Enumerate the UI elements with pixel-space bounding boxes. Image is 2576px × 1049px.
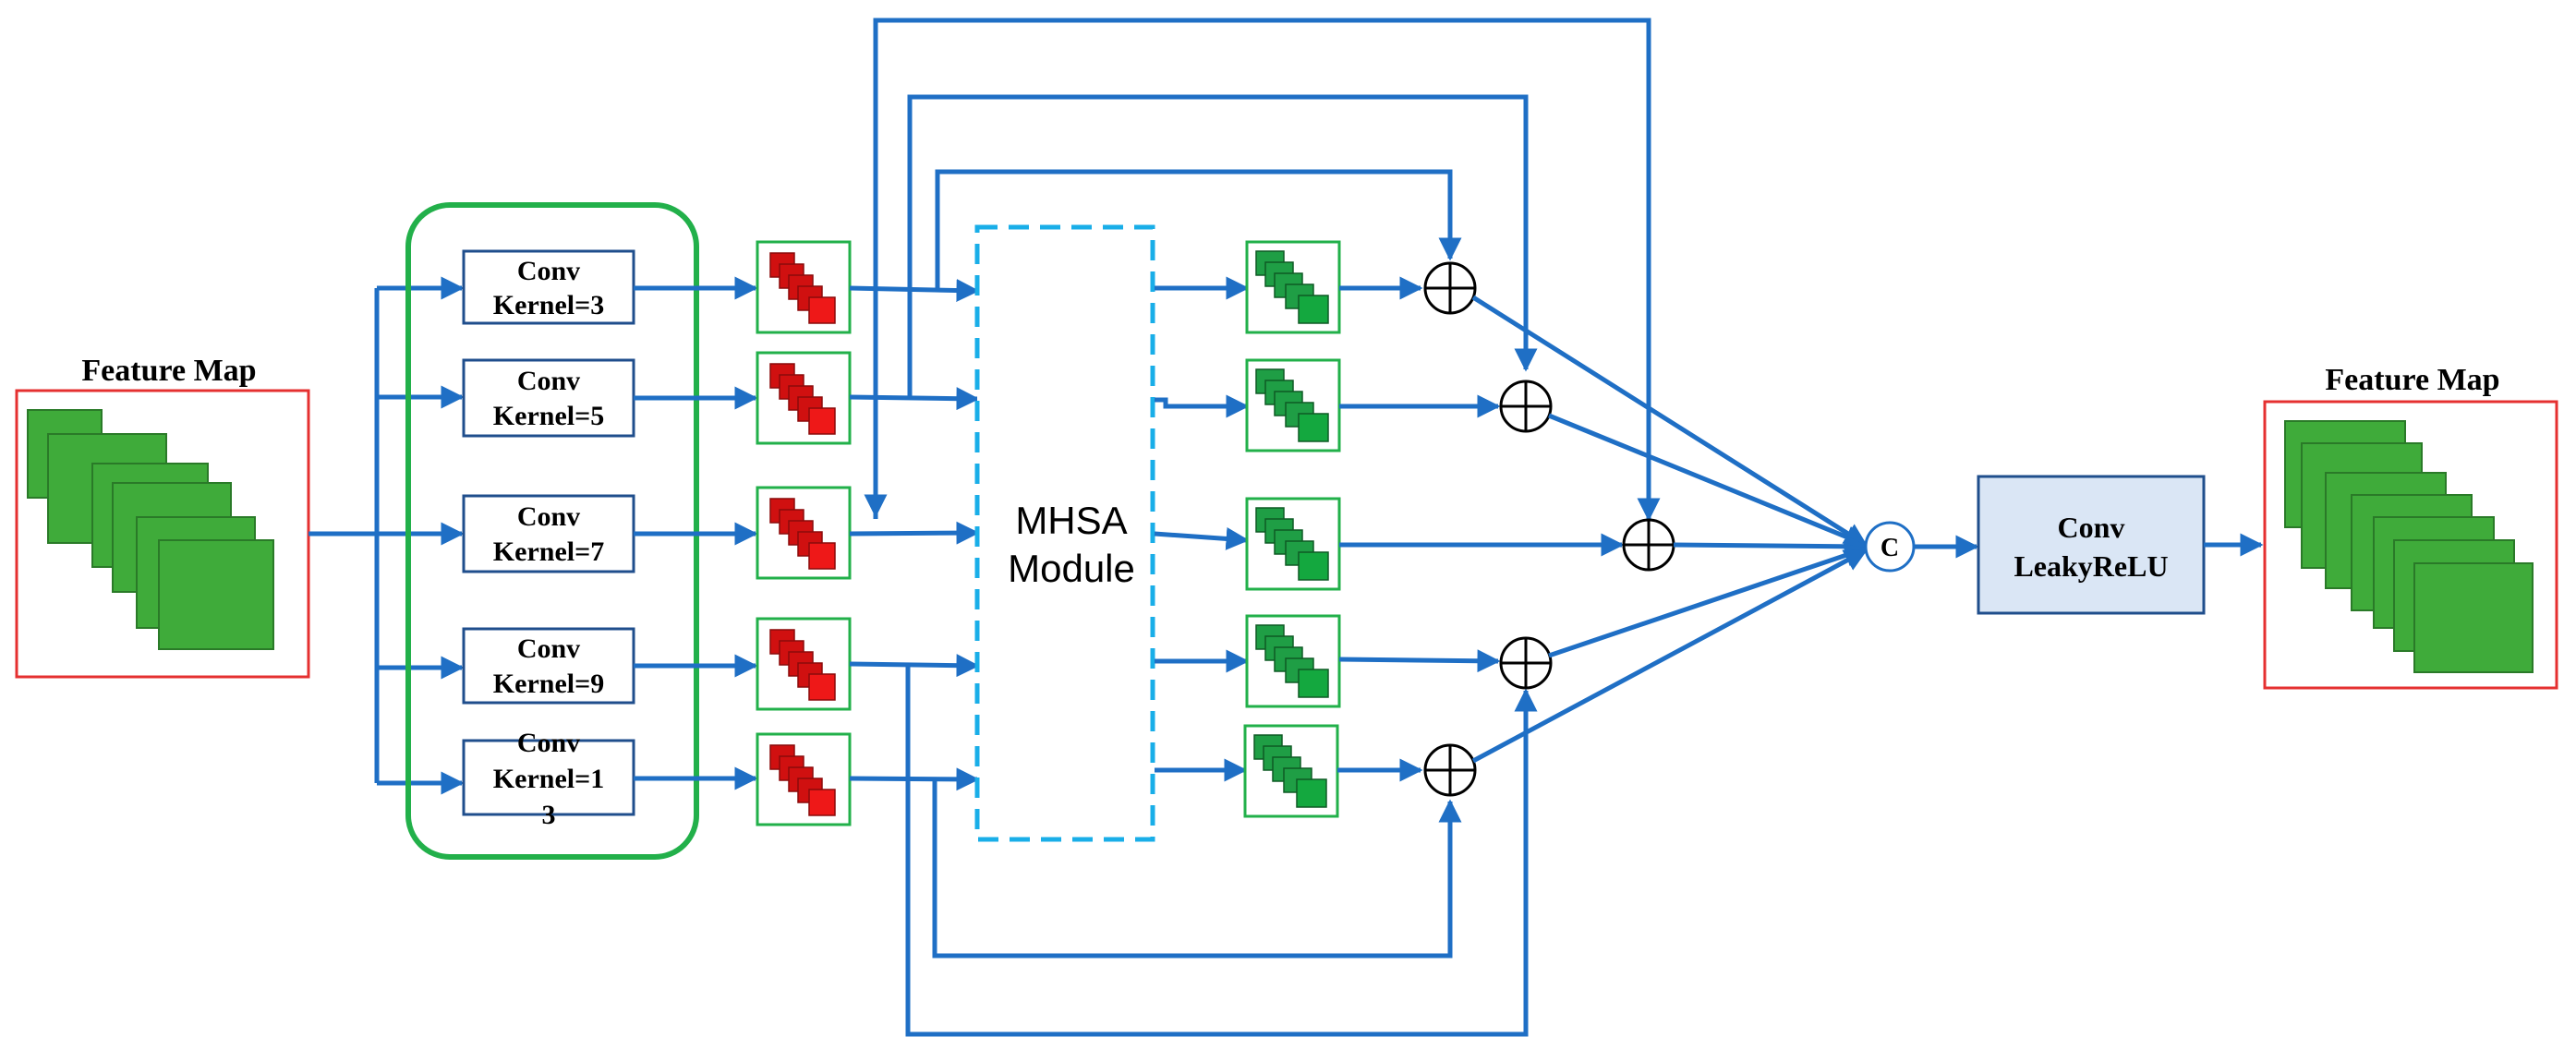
sum-node-2 <box>1499 380 1553 433</box>
green-feature-2 <box>1245 358 1341 452</box>
output-feature-map-title: Feature Map <box>2325 363 2499 397</box>
concat-symbol: C <box>1881 534 1899 562</box>
multi-scale-conv-group <box>405 202 699 860</box>
mhsa-module-label: MHSA <box>1015 499 1127 542</box>
branch-features-red <box>756 240 852 826</box>
conv-branch-k3-kernel: Kernel=3 <box>493 290 604 320</box>
output-feature-stack <box>2284 420 2534 673</box>
mhsa-module-sublabel: Module <box>1008 547 1135 590</box>
input-feature-map: Feature Map <box>15 354 310 679</box>
green-feature-1 <box>1245 240 1341 334</box>
conv-branch-k7-kernel: Kernel=7 <box>493 537 604 567</box>
conv-branch-k5: Conv Kernel=5 <box>462 358 635 438</box>
conv-branch-k9: Conv Kernel=9 <box>462 627 635 705</box>
conv-to-feature-arrows <box>634 276 758 790</box>
conv-branch-k9-label: Conv <box>517 633 580 664</box>
conv-branch-k7: Conv Kernel=7 <box>462 494 635 573</box>
sum-to-concat-arrows <box>1471 295 1869 764</box>
sum-node-3 <box>1622 518 1675 572</box>
red-feature-1 <box>756 240 852 334</box>
input-feature-stack <box>27 409 274 650</box>
sum-node-4 <box>1499 636 1553 690</box>
conv-branch-k9-kernel: Kernel=9 <box>493 669 604 699</box>
feature-to-mhsa-arrows <box>849 279 980 791</box>
conv-branch-k13-kernel-wrap: 3 <box>542 800 556 830</box>
attention-features-green <box>1243 240 1341 818</box>
conv-branch-k13-kernel: Kernel=1 <box>493 764 604 794</box>
red-feature-4 <box>756 617 852 711</box>
conv-branch-k13-label: Conv <box>517 728 580 758</box>
mhsa-to-output-arrows <box>1154 276 1250 782</box>
sum-nodes <box>1423 261 1675 797</box>
red-feature-2 <box>756 351 852 445</box>
conv-branch-k3: Conv Kernel=3 <box>462 249 635 325</box>
green-feature-5 <box>1243 724 1339 818</box>
conv-branch-k13: Conv Kernel=1 3 <box>462 728 635 830</box>
final-conv-block: Conv LeakyReLU <box>1977 475 2206 615</box>
red-feature-5 <box>756 732 852 826</box>
conv-branch-k3-label: Conv <box>517 256 580 286</box>
input-split-connectors <box>308 276 465 795</box>
sum-node-1 <box>1423 261 1477 315</box>
input-feature-map-title: Feature Map <box>81 354 256 388</box>
conv-branch-k5-label: Conv <box>517 366 580 396</box>
sum-node-5 <box>1423 743 1477 797</box>
green-feature-3 <box>1245 497 1341 591</box>
output-feature-map-frame <box>2263 400 2558 690</box>
conv-branch-k7-label: Conv <box>517 501 580 532</box>
green-feature-4 <box>1245 614 1341 708</box>
final-conv-activation: LeakyReLU <box>2014 549 2168 583</box>
mhsa-module: MHSA Module <box>974 224 1155 842</box>
conv-branch-k5-kernel: Kernel=5 <box>493 401 604 431</box>
red-feature-3 <box>756 486 852 580</box>
concat-node: C <box>1864 521 1916 573</box>
final-conv-label: Conv <box>2058 511 2125 544</box>
skip-connections <box>864 18 1661 1037</box>
output-to-sum-arrows <box>1337 276 1625 782</box>
output-feature-map: Feature Map <box>2263 363 2558 690</box>
